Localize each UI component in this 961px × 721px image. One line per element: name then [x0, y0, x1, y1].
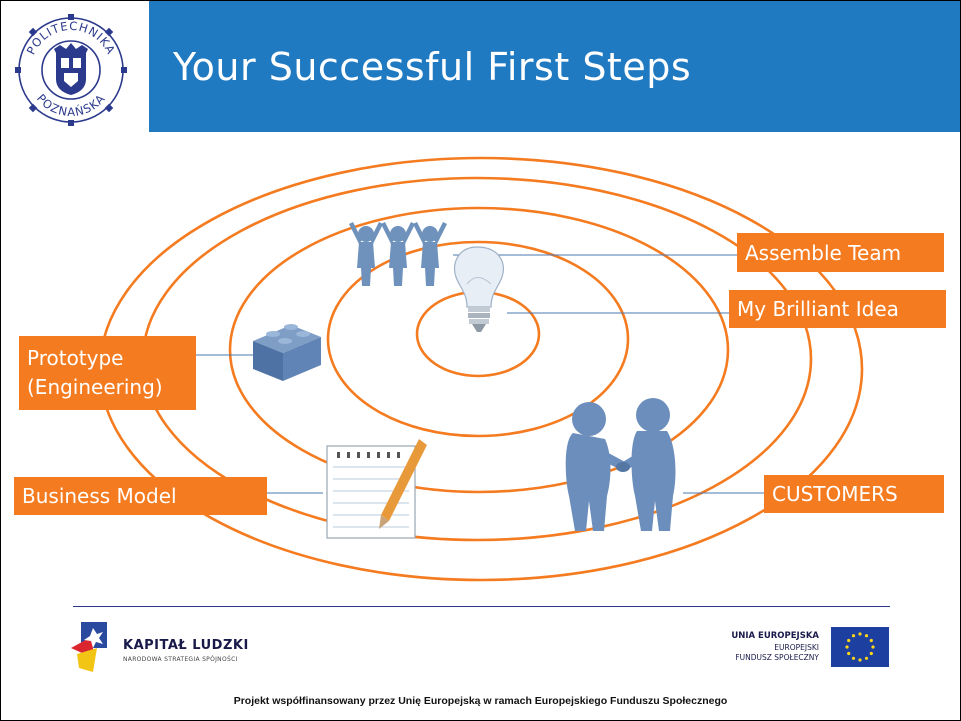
team-people-icon [349, 222, 447, 286]
title-band [149, 1, 960, 132]
crest-gear-icon [54, 43, 88, 95]
prototype-label-line2: (Engineering) [27, 375, 163, 399]
business-model-label: Business Model [14, 477, 267, 515]
eu-fund-line1: EUROPEJSKI [774, 643, 819, 652]
assemble-team-label: Assemble Team [737, 233, 944, 272]
kapital-ludzki-name: KAPITAŁ LUDZKI [123, 638, 249, 653]
target-rings [98, 156, 864, 582]
customers-label: CUSTOMERS [764, 475, 944, 513]
university-logo: POLITECHNIKA POZNAŃSKA [14, 13, 128, 127]
eu-name: UNIA EUROPEJSKA [731, 631, 819, 641]
cofinancing-note: Projekt współfinansowany przez Unię Euro… [233, 695, 728, 707]
lego-brick-icon [253, 324, 321, 381]
prototype-label: Prototype (Engineering) [19, 336, 196, 410]
lightbulb-icon [454, 246, 504, 332]
prototype-label-line1: Prototype [27, 346, 124, 370]
eu-fund-line2: FUNDUSZ SPOŁECZNY [735, 653, 819, 662]
handshake-figures-icon [565, 398, 676, 531]
brilliant-idea-label: My Brilliant Idea [729, 290, 946, 328]
footer-divider [73, 606, 890, 607]
concentric-diagram [98, 156, 864, 582]
notepad-pencil-icon [326, 439, 427, 539]
eu-flag-icon [831, 627, 889, 667]
kapital-ludzki-icon [71, 622, 107, 672]
slide-title: Your Successful First Steps [173, 45, 692, 89]
kapital-ludzki-subtitle: NARODOWA STRATEGIA SPÓJNOŚCI [123, 656, 238, 663]
